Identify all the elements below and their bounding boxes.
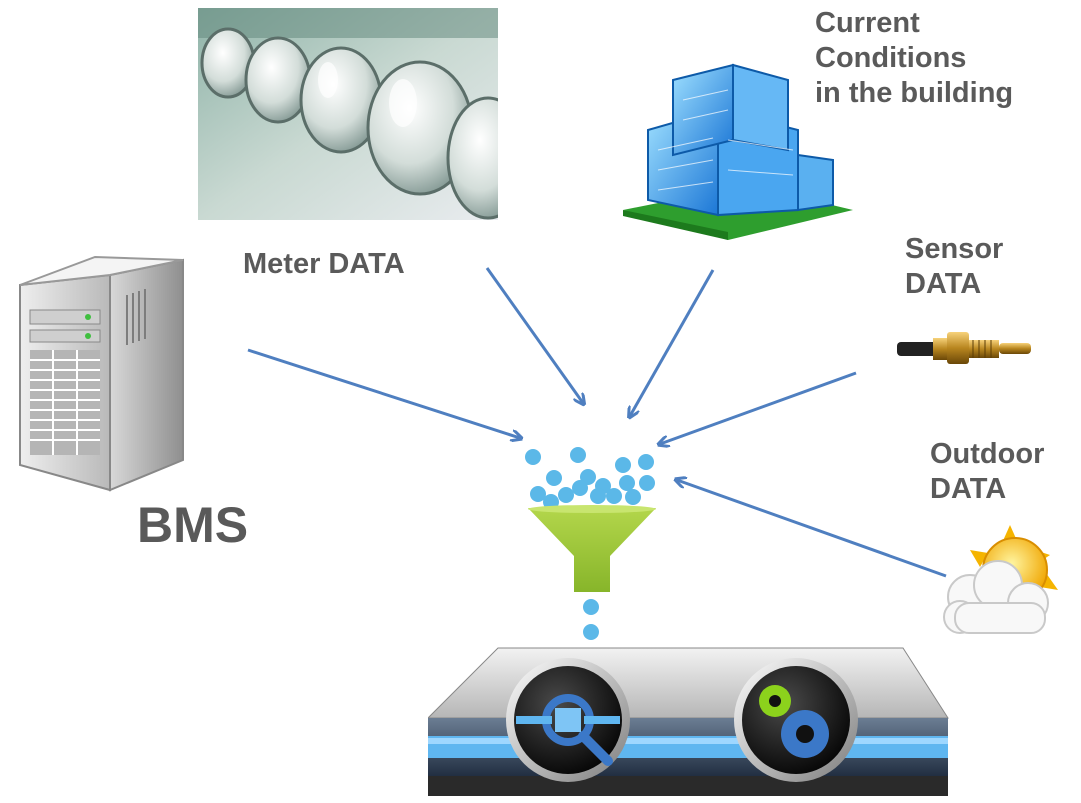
outdoor-data-line-2: DATA bbox=[930, 472, 1007, 505]
outdoor-data-line-1: Outdoor bbox=[930, 438, 1045, 470]
current-conditions-line-2: Conditions bbox=[815, 41, 967, 74]
current-conditions-label: Current Conditions in the building bbox=[815, 6, 1013, 110]
analytics-appliance-icon bbox=[428, 636, 953, 803]
arrow-bms bbox=[247, 348, 520, 438]
arrow-building bbox=[630, 269, 715, 416]
arrow-meter bbox=[485, 267, 583, 403]
office-building-icon bbox=[618, 60, 858, 240]
sensor-data-line-2: DATA bbox=[905, 267, 982, 300]
bms-label: BMS bbox=[137, 497, 249, 553]
sensor-data-line-1: Sensor bbox=[905, 233, 1004, 265]
temperature-sensor-icon bbox=[895, 326, 1035, 370]
sensor-data-label: Sensor DATA bbox=[905, 232, 1003, 302]
funnel-icon bbox=[528, 505, 656, 592]
current-conditions-line-3: in the building bbox=[815, 76, 1014, 109]
data-dots bbox=[525, 447, 655, 640]
current-conditions-line-1: Current bbox=[815, 7, 920, 39]
sun-cloud-icon bbox=[940, 525, 1065, 640]
arrow-sensor bbox=[660, 371, 857, 444]
outdoor-data-label: Outdoor DATA bbox=[930, 437, 1044, 507]
meter-data-label: Meter DATA bbox=[243, 248, 405, 280]
arrow-outdoor bbox=[677, 480, 947, 578]
electric-meter-photo bbox=[198, 8, 498, 220]
server-tower-icon bbox=[15, 255, 190, 495]
